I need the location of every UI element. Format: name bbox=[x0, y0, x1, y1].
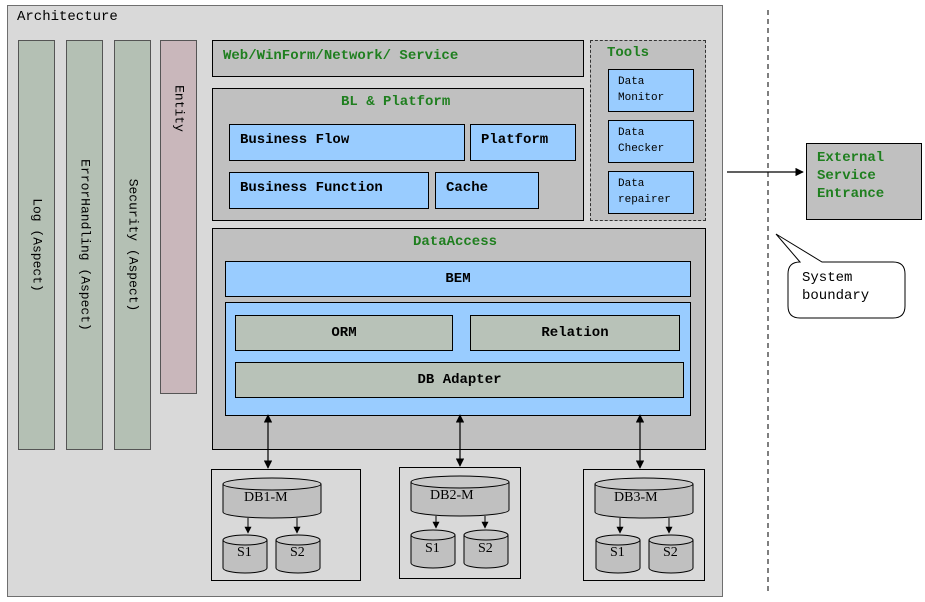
external-service-entrance-box: External Service Entrance bbox=[806, 143, 922, 220]
error-handling-aspect-bar: ErrorHandling (Aspect) bbox=[66, 40, 103, 450]
db-adapter-box: DB Adapter bbox=[235, 362, 684, 398]
platform-box: Platform bbox=[470, 124, 576, 161]
data-monitor-box: Data Monitor bbox=[608, 69, 694, 112]
db3-slave1-label: S1 bbox=[610, 545, 625, 560]
external-line1: External bbox=[817, 150, 885, 166]
tools-title: Tools bbox=[607, 45, 650, 61]
cache-label: Cache bbox=[446, 180, 489, 196]
external-line2: Service bbox=[817, 168, 876, 184]
db1-master-label: DB1-M bbox=[244, 490, 288, 505]
db3-slave2-label: S2 bbox=[663, 545, 678, 560]
bl-platform-title: BL & Platform bbox=[341, 94, 451, 110]
data-repairer-box: Data repairer bbox=[608, 171, 694, 214]
db2-master-label: DB2-M bbox=[430, 488, 474, 503]
db1-cylinders bbox=[222, 477, 322, 574]
data-monitor-line1: Data bbox=[618, 76, 645, 88]
db3-master-label: DB3-M bbox=[614, 490, 658, 505]
data-checker-line1: Data bbox=[618, 127, 645, 139]
orm-box: ORM bbox=[235, 315, 453, 351]
relation-label: Relation bbox=[541, 325, 609, 341]
db1-slave2-label: S2 bbox=[290, 545, 305, 560]
bem-label: BEM bbox=[445, 271, 471, 287]
data-access-title: DataAccess bbox=[413, 234, 498, 250]
cache-box: Cache bbox=[435, 172, 539, 209]
business-function-label: Business Function bbox=[240, 180, 383, 196]
business-flow-label: Business Flow bbox=[240, 132, 350, 148]
data-checker-box: Data Checker bbox=[608, 120, 694, 163]
security-aspect-bar: Security (Aspect) bbox=[114, 40, 151, 450]
db2-slave1-label: S1 bbox=[425, 541, 440, 556]
db2-cylinders bbox=[410, 475, 510, 569]
external-line3: Entrance bbox=[817, 186, 885, 202]
system-boundary-callout bbox=[775, 233, 906, 319]
data-repairer-line2: repairer bbox=[618, 194, 671, 206]
web-winform-layer: Web/WinForm/Network/ Service bbox=[212, 40, 584, 77]
architecture-title: Architecture bbox=[17, 9, 118, 25]
db-adapter-label: DB Adapter bbox=[417, 372, 502, 388]
db3-cylinders bbox=[594, 477, 694, 574]
db2-slave2-label: S2 bbox=[478, 541, 493, 556]
business-flow-box: Business Flow bbox=[229, 124, 465, 161]
business-function-box: Business Function bbox=[229, 172, 429, 209]
callout-line2: boundary bbox=[802, 288, 870, 304]
log-aspect-bar: Log (Aspect) bbox=[18, 40, 55, 450]
web-winform-label: Web/WinForm/Network/ Service bbox=[223, 48, 459, 64]
relation-box: Relation bbox=[470, 315, 680, 351]
bem-box: BEM bbox=[225, 261, 691, 297]
entity-bar: Entity bbox=[160, 40, 197, 394]
data-checker-line2: Checker bbox=[618, 143, 665, 155]
callout-line1: System bbox=[802, 270, 853, 286]
db1-slave1-label: S1 bbox=[237, 545, 252, 560]
data-repairer-line1: Data bbox=[618, 178, 645, 190]
data-monitor-line2: Monitor bbox=[618, 92, 665, 104]
orm-label: ORM bbox=[331, 325, 357, 341]
platform-label: Platform bbox=[481, 132, 549, 148]
